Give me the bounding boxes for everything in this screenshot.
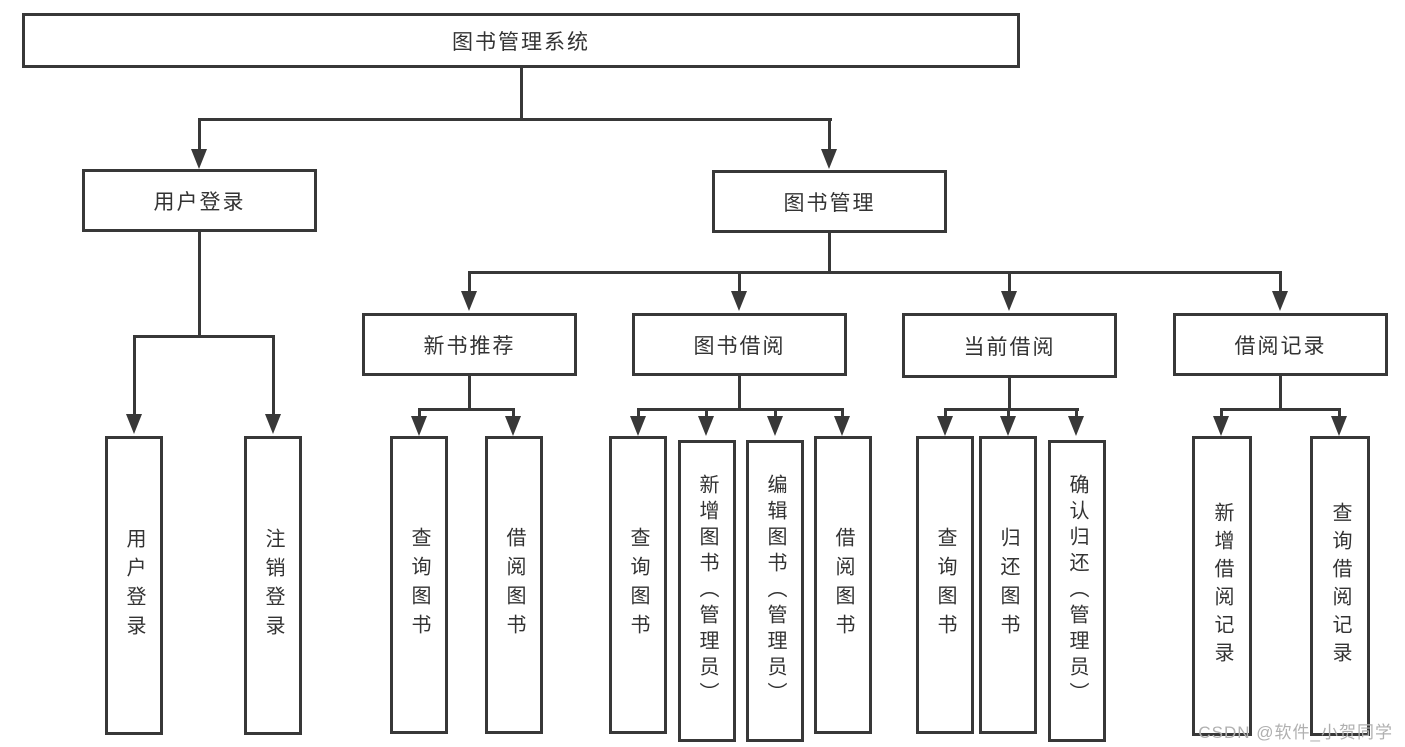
connector-vline (705, 408, 708, 416)
connector-hline (198, 118, 832, 121)
connector-vline (520, 68, 523, 118)
connector-vline (133, 335, 136, 414)
connector-vline (738, 376, 741, 408)
node-book-management-system: 图书管理系统 (22, 13, 1020, 68)
leaf-query-borrow-record: 查询借阅记录 (1310, 436, 1370, 736)
arrow-down-icon (821, 149, 837, 169)
leaf-edit-books-admin: 编辑图书（管理员） (746, 440, 804, 742)
connector-vline (1279, 271, 1282, 291)
leaf-logout: 注销登录 (244, 436, 302, 735)
arrow-down-icon (1068, 416, 1084, 436)
connector-hline (468, 271, 1282, 274)
connector-vline (1338, 408, 1341, 416)
arrow-down-icon (126, 414, 142, 434)
connector-hline (944, 408, 1079, 411)
arrow-down-icon (834, 416, 850, 436)
connector-vline (198, 232, 201, 335)
leaf-query-books-recommend: 查询图书 (390, 436, 448, 734)
leaf-confirm-return-admin: 确认归还（管理员） (1048, 440, 1106, 742)
leaf-query-books-borrowing: 查询图书 (609, 436, 667, 734)
connector-vline (1007, 408, 1010, 416)
arrow-down-icon (411, 416, 427, 436)
connector-hline (133, 335, 275, 338)
connector-hline (637, 408, 844, 411)
connector-vline (1008, 378, 1011, 408)
connector-vline (418, 408, 421, 416)
connector-vline (828, 233, 831, 271)
arrow-down-icon (461, 291, 477, 311)
arrow-down-icon (698, 416, 714, 436)
connector-vline (1279, 376, 1282, 408)
connector-hline (418, 408, 515, 411)
arrow-down-icon (937, 416, 953, 436)
connector-vline (468, 376, 471, 408)
connector-vline (828, 118, 831, 151)
connector-vline (1220, 408, 1223, 416)
arrow-down-icon (1331, 416, 1347, 436)
leaf-add-borrow-record: 新增借阅记录 (1192, 436, 1252, 736)
leaf-borrow-books-recommend: 借阅图书 (485, 436, 543, 734)
connector-vline (738, 271, 741, 291)
connector-vline (774, 408, 777, 416)
connector-vline (512, 408, 515, 416)
arrow-down-icon (630, 416, 646, 436)
connector-vline (272, 335, 275, 414)
leaf-add-books-admin: 新增图书（管理员） (678, 440, 736, 742)
connector-vline (944, 408, 947, 416)
connector-vline (468, 271, 471, 291)
leaf-user-login: 用户登录 (105, 436, 163, 735)
connector-vline (1008, 271, 1011, 291)
node-new-book-recommend: 新书推荐 (362, 313, 577, 376)
arrow-down-icon (191, 149, 207, 169)
arrow-down-icon (505, 416, 521, 436)
node-book-borrowing: 图书借阅 (632, 313, 847, 376)
connector-vline (841, 408, 844, 416)
node-current-borrowing: 当前借阅 (902, 313, 1117, 378)
arrow-down-icon (1001, 291, 1017, 311)
arrow-down-icon (1000, 416, 1016, 436)
watermark: CSDN @软件_小贺同学 (1198, 723, 1393, 742)
leaf-return-books: 归还图书 (979, 436, 1037, 734)
node-borrowing-records: 借阅记录 (1173, 313, 1388, 376)
connector-hline (1221, 408, 1341, 411)
connector-vline (637, 408, 640, 416)
arrow-down-icon (265, 414, 281, 434)
leaf-borrow-books-borrowing: 借阅图书 (814, 436, 872, 734)
arrow-down-icon (1272, 291, 1288, 311)
node-user-login: 用户登录 (82, 169, 317, 232)
connector-vline (198, 118, 201, 151)
node-book-management: 图书管理 (712, 170, 947, 233)
arrow-down-icon (731, 291, 747, 311)
connector-vline (1075, 408, 1078, 416)
leaf-query-books-current: 查询图书 (916, 436, 974, 734)
arrow-down-icon (1213, 416, 1229, 436)
arrow-down-icon (767, 416, 783, 436)
